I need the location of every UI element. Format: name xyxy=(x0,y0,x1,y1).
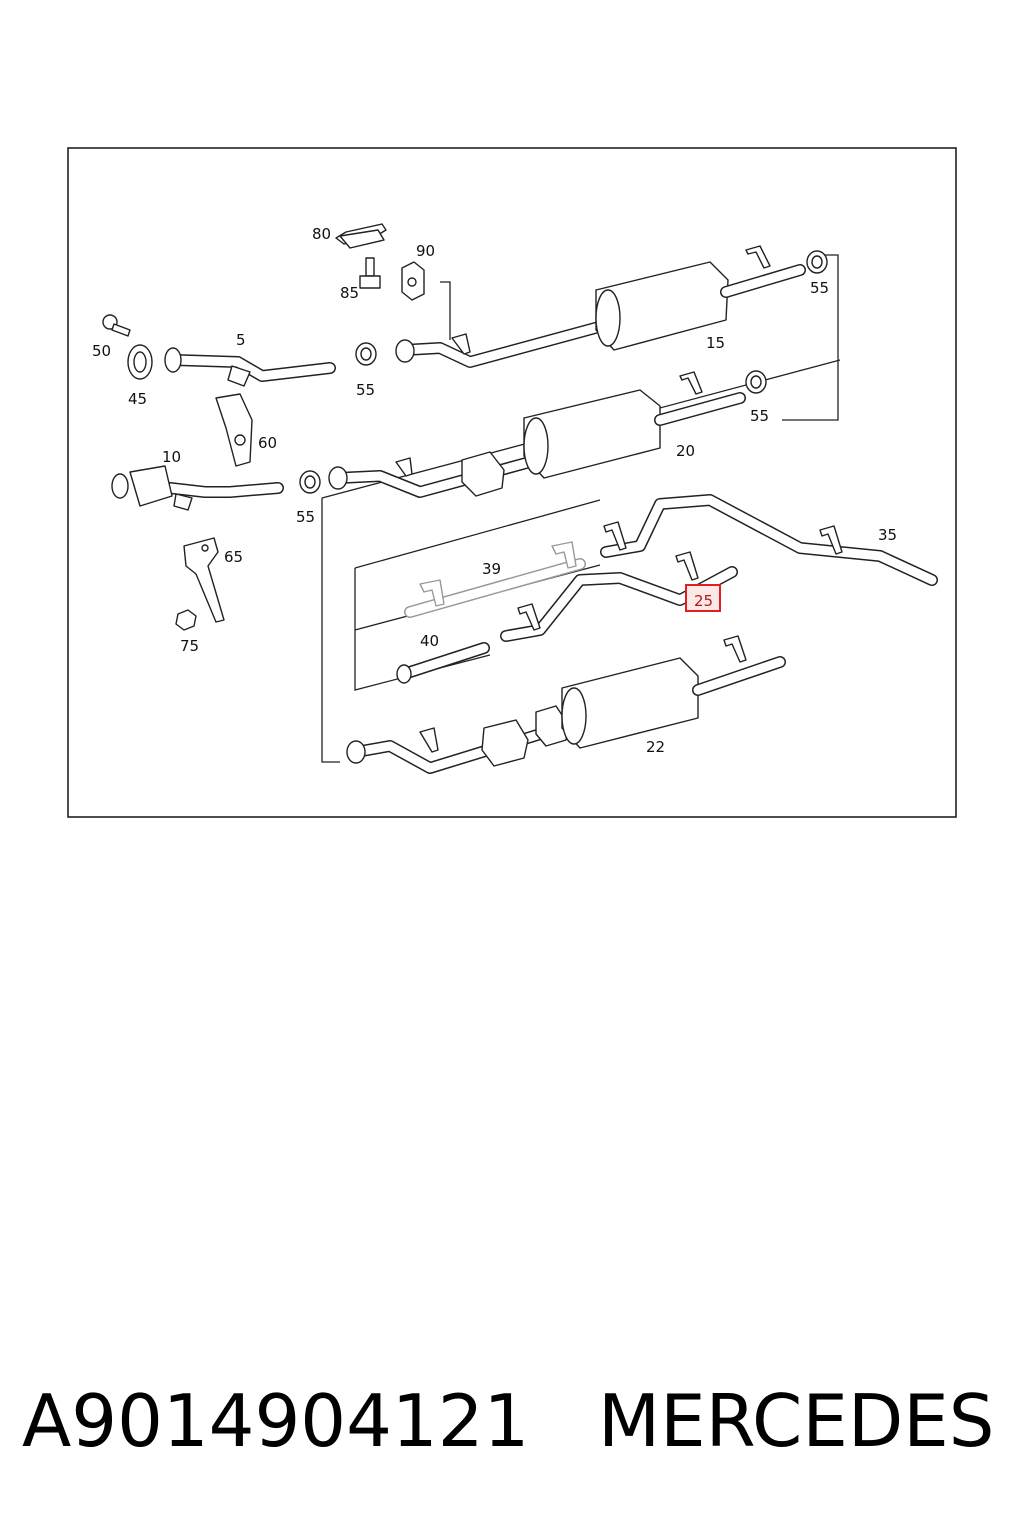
label-5: 5 xyxy=(236,331,246,349)
part-39-pipe xyxy=(404,541,586,618)
label-55-a: 55 xyxy=(356,381,375,399)
label-55-c: 55 xyxy=(750,407,769,425)
label-75: 75 xyxy=(180,637,199,655)
part-50-bolt xyxy=(102,314,131,337)
part-45-clamp xyxy=(127,344,153,380)
part-60-bracket xyxy=(215,393,253,467)
group-bracket-right xyxy=(782,254,839,421)
label-85: 85 xyxy=(340,284,359,302)
label-25-highlight[interactable]: 25 xyxy=(685,584,721,612)
part-90-mount xyxy=(401,261,425,301)
part-40-pipe xyxy=(396,642,490,684)
part-55-clamp-b xyxy=(806,250,828,274)
part-10-front-pipe-cat xyxy=(111,465,284,511)
part-55-clamp-d xyxy=(299,470,321,494)
part-20-muffler-assembly xyxy=(328,371,746,498)
part-75-nut xyxy=(175,609,197,631)
group-bracket-diag-2 xyxy=(354,499,601,569)
part-65-bracket xyxy=(183,537,225,623)
brand-name: MERCEDES xyxy=(598,1379,995,1463)
label-15: 15 xyxy=(706,334,725,352)
group-bracket-top xyxy=(440,281,451,340)
label-45: 45 xyxy=(128,390,147,408)
part-35-tail-pipe xyxy=(600,494,938,586)
part-15-muffler-assembly xyxy=(395,245,806,368)
label-40: 40 xyxy=(420,632,439,650)
label-20: 20 xyxy=(676,442,695,460)
part-5-front-pipe xyxy=(164,347,336,387)
label-50: 50 xyxy=(92,342,111,360)
label-90: 90 xyxy=(416,242,435,260)
part-80-bracket xyxy=(335,223,387,249)
label-55-d: 55 xyxy=(296,508,315,526)
label-39: 39 xyxy=(482,560,501,578)
part-number: A9014904121 xyxy=(22,1379,530,1463)
diagram-frame xyxy=(67,147,957,818)
part-55-clamp-c xyxy=(745,370,767,394)
part-55-clamp-a xyxy=(355,342,377,366)
label-10: 10 xyxy=(162,448,181,466)
label-55-b: 55 xyxy=(810,279,829,297)
label-35: 35 xyxy=(878,526,897,544)
exhaust-system-diagram: 80 90 85 50 5 45 55 55 55 55 15 60 10 20… xyxy=(67,147,957,818)
label-65: 65 xyxy=(224,548,243,566)
label-22: 22 xyxy=(646,738,665,756)
label-80: 80 xyxy=(312,225,331,243)
footer-caption: A9014904121 MERCEDES xyxy=(0,1376,1024,1466)
label-60: 60 xyxy=(258,434,277,452)
part-85-bolt xyxy=(359,257,381,289)
part-22-muffler-assembly xyxy=(346,635,786,774)
group-bracket-left xyxy=(321,498,340,763)
label-25: 25 xyxy=(694,592,713,610)
